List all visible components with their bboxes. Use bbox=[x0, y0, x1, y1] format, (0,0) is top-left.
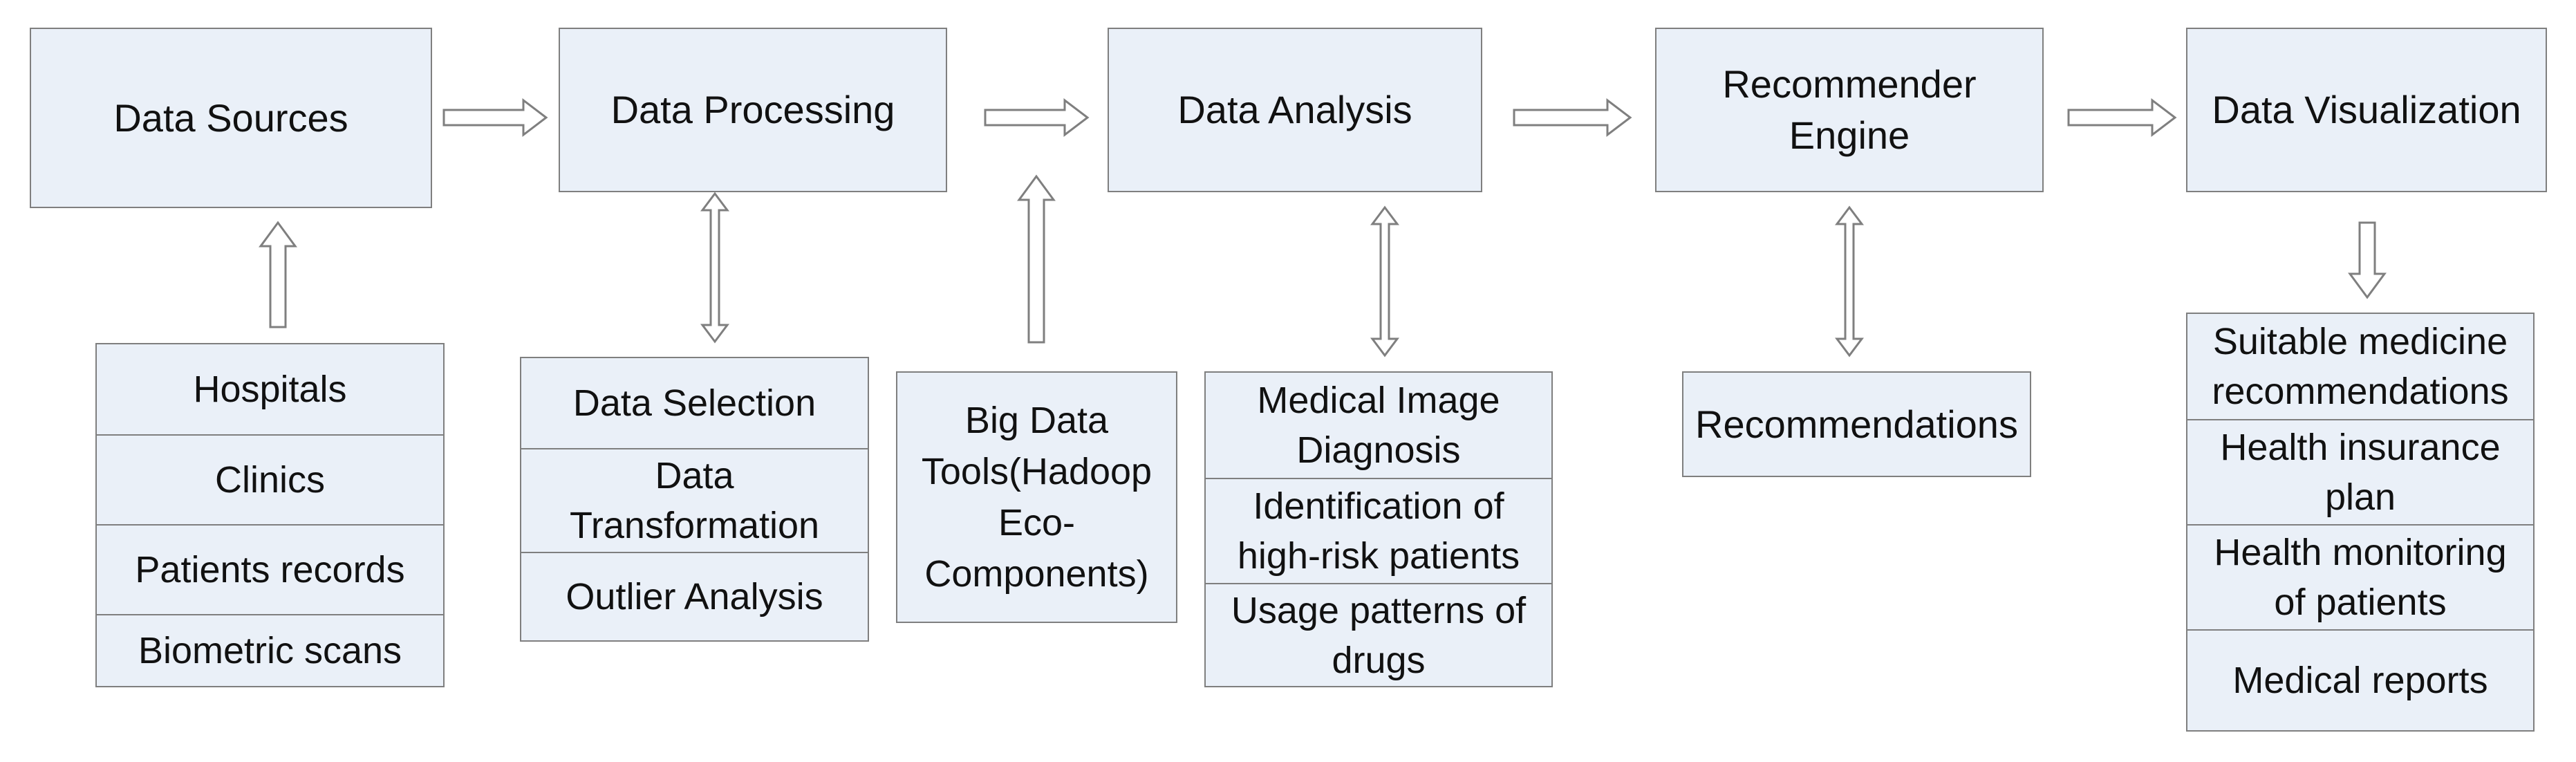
analysis-list: Medical Image Diagnosis Identification o… bbox=[1204, 371, 1553, 687]
data-analysis-label: Data Analysis bbox=[1177, 88, 1412, 131]
big-data-tools-box: Big Data Tools(Hadoop Eco- Components) bbox=[896, 371, 1177, 623]
list-item: Identification of high-risk patients bbox=[1206, 478, 1551, 583]
sources-list: Hospitals Clinics Patients records Biome… bbox=[95, 343, 445, 687]
list-item: Outlier Analysis bbox=[521, 552, 868, 640]
arrow-right-icon bbox=[984, 97, 1090, 138]
arrow-right-icon bbox=[442, 97, 548, 138]
recommender-engine-box: Recommender Engine bbox=[1655, 28, 2044, 192]
list-item: Suitable medicine recommendations bbox=[2212, 321, 2509, 412]
double-arrow-icon bbox=[700, 192, 729, 344]
recommender-engine-label: Recommender Engine bbox=[1722, 62, 1977, 157]
data-processing-box: Data Processing bbox=[559, 28, 947, 192]
list-item: Clinics bbox=[97, 434, 443, 524]
list-item: Health monitoring of patients bbox=[2187, 524, 2533, 629]
list-item: Biometric scans bbox=[97, 614, 443, 686]
visualization-list: Suitable medicine recommendations Health… bbox=[2186, 313, 2535, 732]
list-item: Medical reports bbox=[2187, 629, 2533, 730]
arrow-up-icon bbox=[1017, 174, 1056, 344]
recommendations-box: Recommendations bbox=[1682, 371, 2031, 477]
arrow-right-icon bbox=[2067, 97, 2177, 138]
list-item: Hospitals bbox=[193, 369, 347, 410]
data-analysis-box: Data Analysis bbox=[1108, 28, 1482, 192]
list-item: Medical Image Diagnosis bbox=[1257, 380, 1500, 471]
data-sources-box: Data Sources bbox=[30, 28, 432, 208]
arrow-right-icon bbox=[1513, 97, 1632, 138]
list-item: Data Selection bbox=[572, 382, 816, 424]
arrow-up-icon bbox=[259, 221, 297, 328]
list-item: Patients records bbox=[97, 524, 443, 614]
recommendations-label: Recommendations bbox=[1695, 402, 2018, 446]
double-arrow-icon bbox=[1370, 205, 1399, 357]
list-item: Data Transformation bbox=[521, 448, 868, 552]
arrow-down-icon bbox=[2348, 221, 2387, 299]
list-item: Health insurance plan bbox=[2187, 419, 2533, 524]
data-processing-label: Data Processing bbox=[610, 88, 895, 131]
list-item: Usage patterns of drugs bbox=[1206, 583, 1551, 686]
double-arrow-icon bbox=[1835, 205, 1864, 357]
data-sources-label: Data Sources bbox=[113, 95, 348, 140]
data-visualization-box: Data Visualization bbox=[2186, 28, 2547, 192]
big-data-tools-label: Big Data Tools(Hadoop Eco- Components) bbox=[921, 400, 1152, 595]
data-visualization-label: Data Visualization bbox=[2212, 88, 2521, 131]
processing-list: Data Selection Data Transformation Outli… bbox=[520, 357, 869, 642]
